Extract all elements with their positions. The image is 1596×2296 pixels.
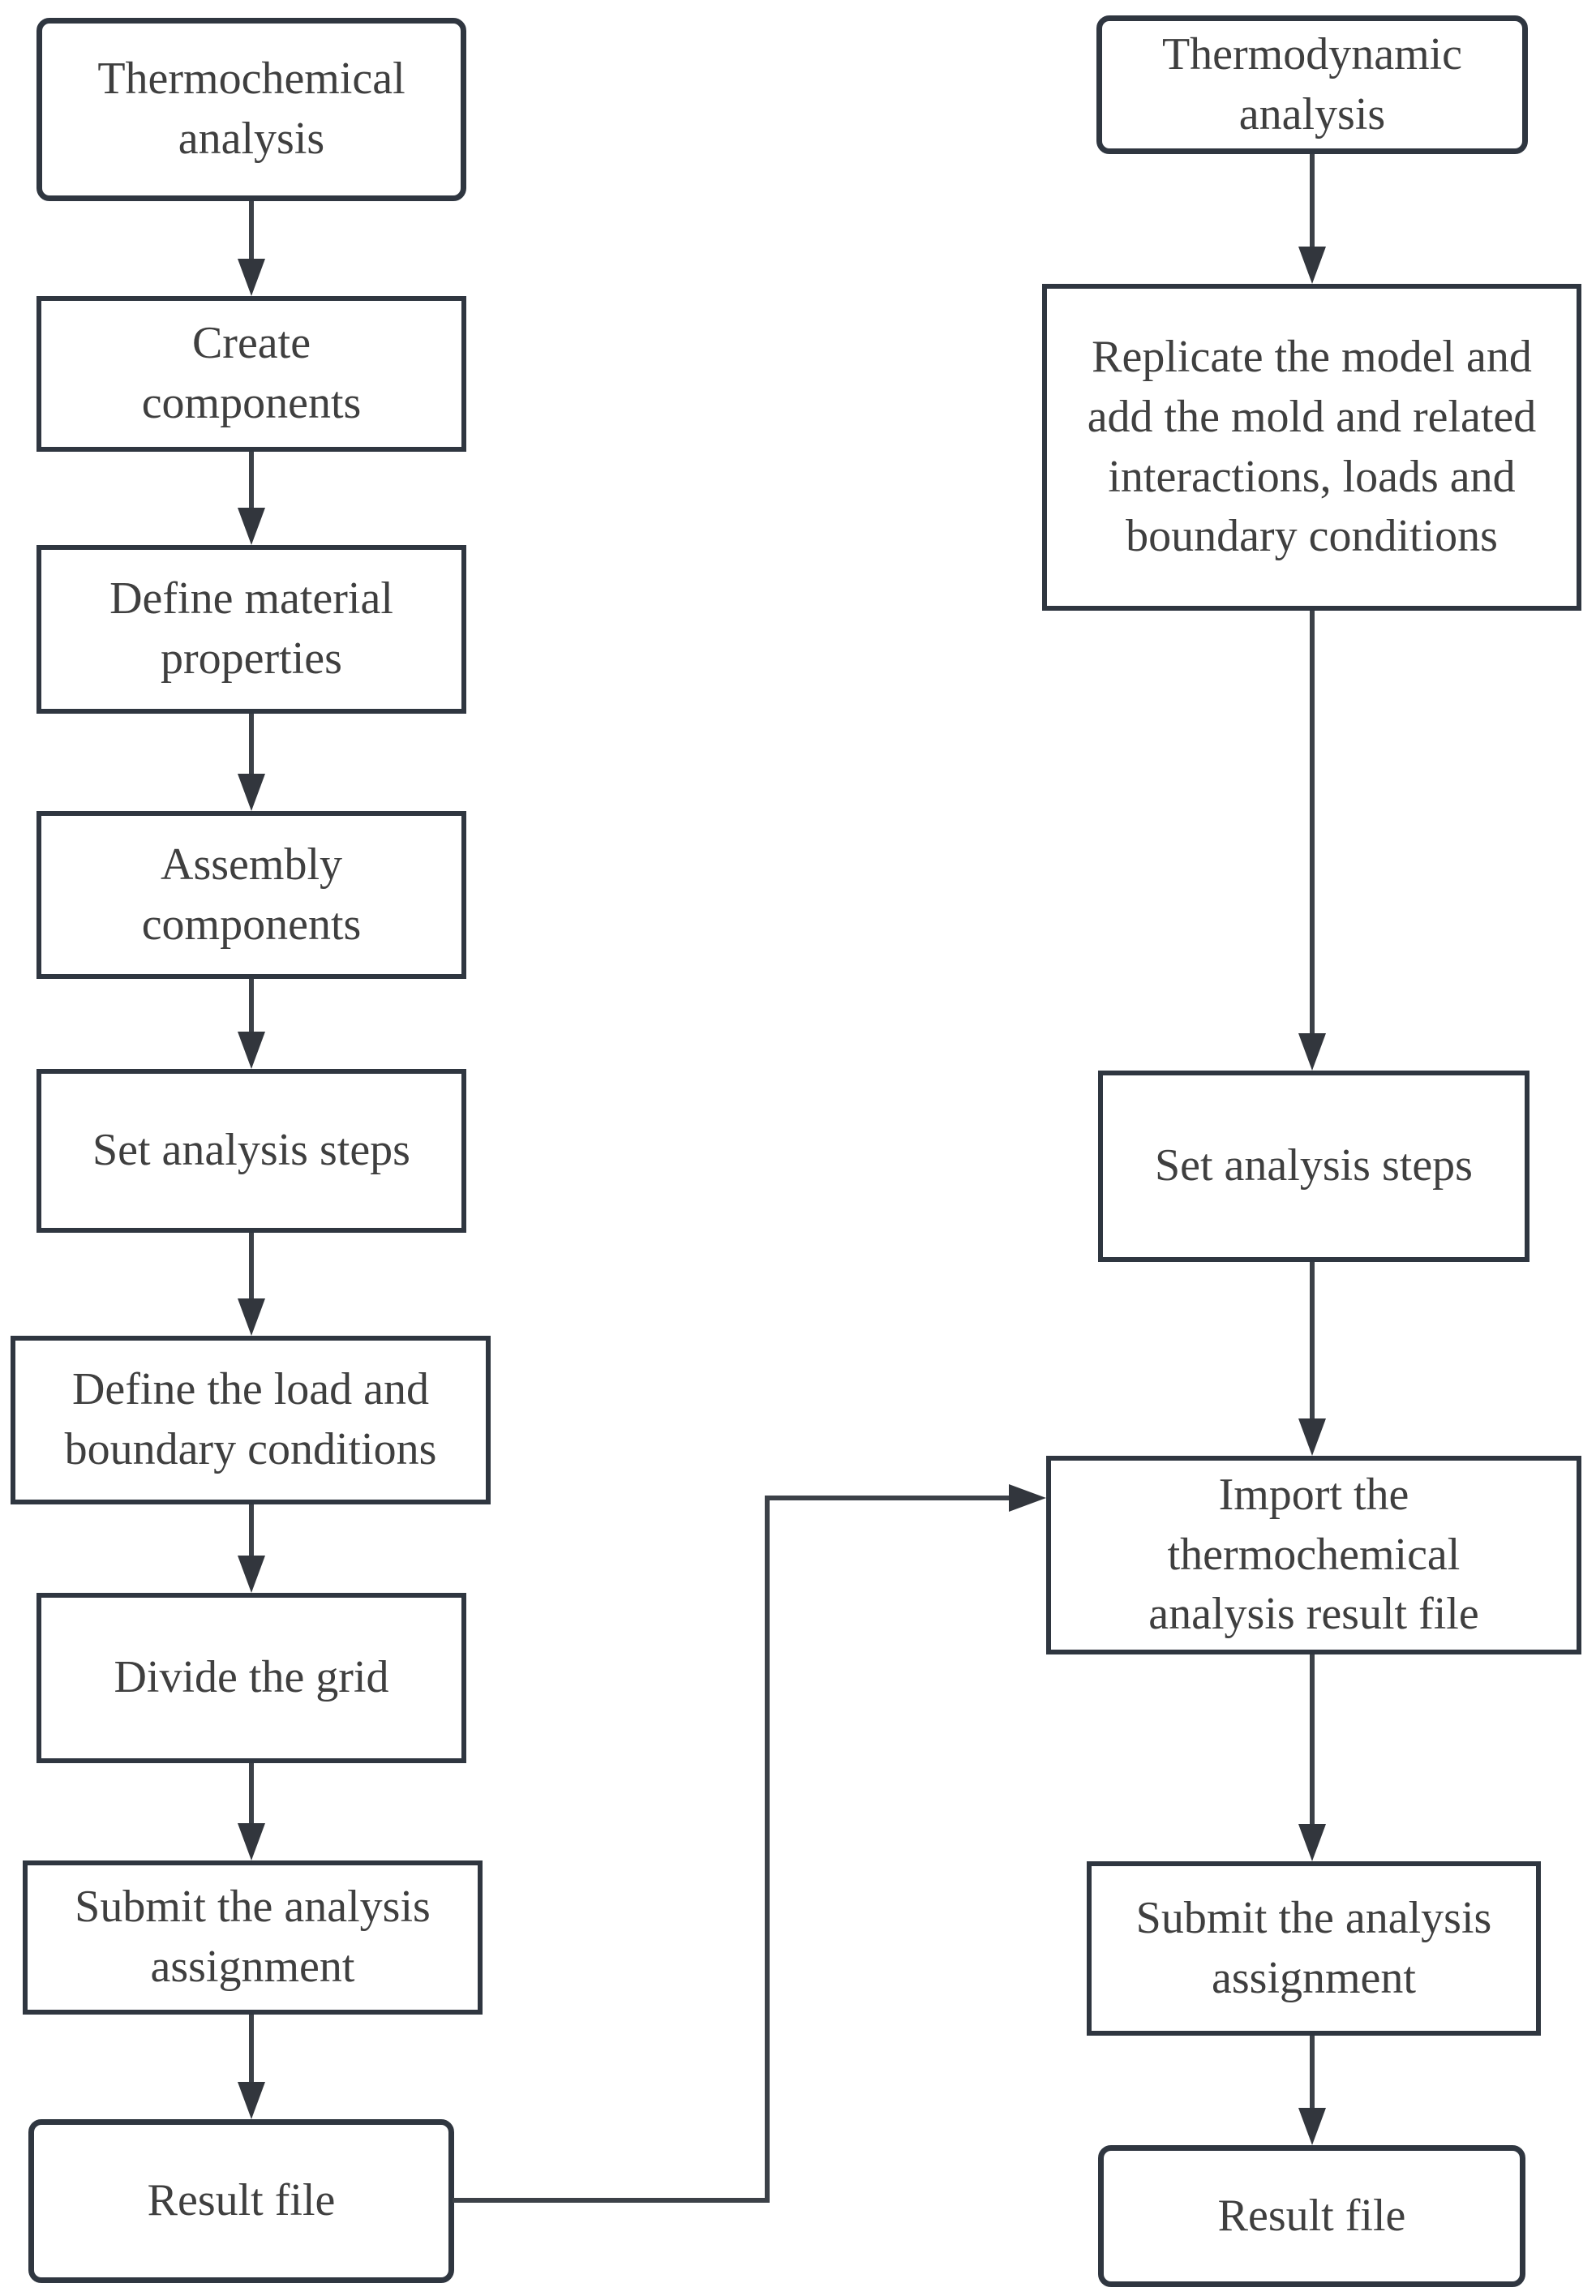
node-label: Define material properties <box>109 573 393 684</box>
arrow-down-icon <box>1298 1418 1326 1456</box>
arrow-down-icon <box>238 259 265 296</box>
arrow-down-icon <box>1298 1033 1326 1071</box>
arrow-down-icon <box>1298 247 1326 284</box>
node-label: Submit the analysis assignment <box>75 1882 431 1992</box>
arrow-right-icon <box>1009 1484 1046 1512</box>
arrow-shaft <box>249 714 254 774</box>
arrow-shaft <box>249 452 254 508</box>
arrow-down-icon <box>238 1556 265 1593</box>
node-right-set-analysis-steps: Set analysis steps <box>1098 1071 1530 1262</box>
connector-horizontal-top <box>765 1496 1009 1500</box>
arrow-down-icon <box>238 1032 265 1069</box>
arrow-down-icon <box>238 1298 265 1336</box>
node-label: Replicate the model and add the mold and… <box>1087 331 1537 562</box>
node-left-define-material-properties: Define material properties <box>36 545 466 714</box>
arrow-shaft <box>1310 1654 1315 1824</box>
node-right-submit-analysis-assignment: Submit the analysis assignment <box>1087 1861 1541 2036</box>
node-right-result-file: Result file <box>1098 2145 1525 2287</box>
node-label: Import the thermochemical analysis resul… <box>1148 1469 1479 1640</box>
arrow-shaft <box>249 1763 254 1823</box>
arrow-shaft <box>249 1504 254 1556</box>
node-right-thermodynamic-analysis: Thermodynamic analysis <box>1096 15 1528 154</box>
node-label: Thermodynamic analysis <box>1161 28 1463 139</box>
node-left-define-load-boundary-conditions: Define the load and boundary conditions <box>11 1336 491 1504</box>
arrow-shaft <box>1310 1262 1315 1418</box>
node-label: Set analysis steps <box>1155 1140 1473 1191</box>
arrow-shaft <box>1310 154 1315 247</box>
node-right-import-thermochemical-result: Import the thermochemical analysis resul… <box>1046 1456 1581 1654</box>
node-left-thermochemical-analysis: Thermochemical analysis <box>36 18 466 201</box>
node-left-set-analysis-steps: Set analysis steps <box>36 1069 466 1233</box>
node-label: Divide the grid <box>114 1652 389 1703</box>
node-left-assembly-components: Assembly components <box>36 811 466 979</box>
connector-vertical <box>765 1496 770 2203</box>
arrow-down-icon <box>238 1823 265 1860</box>
arrow-down-icon <box>1298 1824 1326 1861</box>
arrow-shaft <box>249 1233 254 1298</box>
node-label: Assembly components <box>141 839 362 950</box>
node-label: Thermochemical analysis <box>97 54 405 164</box>
arrow-shaft <box>249 2015 254 2082</box>
node-label: Result file <box>1217 2190 1406 2241</box>
arrow-shaft <box>249 201 254 259</box>
node-left-create-components: Create components <box>36 296 466 452</box>
node-label: Set analysis steps <box>92 1125 410 1176</box>
node-left-result-file: Result file <box>28 2119 454 2283</box>
arrow-shaft <box>1310 2036 1315 2108</box>
arrow-down-icon <box>238 508 265 545</box>
arrow-down-icon <box>238 774 265 811</box>
node-left-divide-the-grid: Divide the grid <box>36 1593 466 1763</box>
connector-horizontal-bottom <box>453 2198 770 2203</box>
node-left-submit-analysis-assignment: Submit the analysis assignment <box>23 1860 483 2015</box>
node-right-replicate-model: Replicate the model and add the mold and… <box>1042 284 1581 611</box>
arrow-shaft <box>1310 611 1315 1033</box>
node-label: Create components <box>141 318 362 428</box>
arrow-shaft <box>249 979 254 1032</box>
node-label: Submit the analysis assignment <box>1135 1892 1492 2003</box>
node-label: Define the load and boundary conditions <box>64 1364 437 1474</box>
arrow-down-icon <box>1298 2108 1326 2145</box>
node-label: Result file <box>147 2175 336 2226</box>
arrow-down-icon <box>238 2082 265 2119</box>
